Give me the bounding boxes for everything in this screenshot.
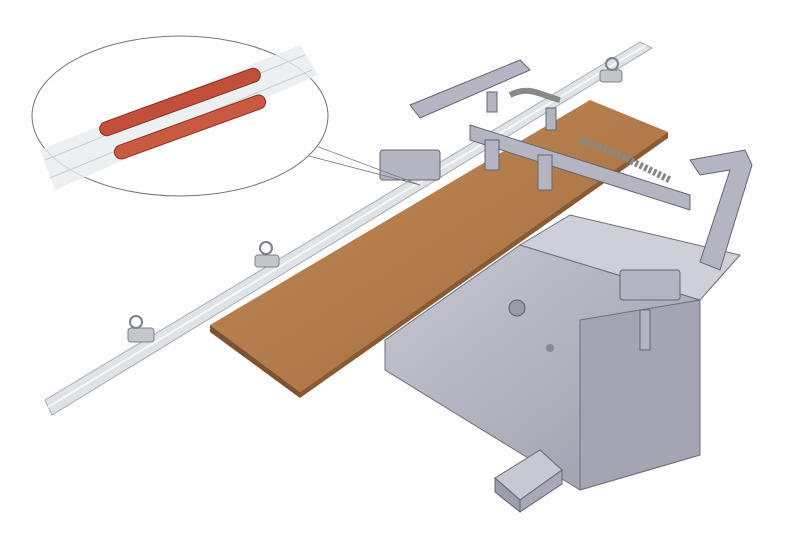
foot-pedal	[494, 449, 563, 514]
pressure-frame	[379, 59, 753, 351]
detail-callout	[31, 35, 421, 197]
dowel-pins	[99, 67, 267, 160]
wood-panel	[210, 100, 668, 398]
machine-cabinet	[384, 214, 741, 491]
rail-clamp	[127, 57, 623, 343]
